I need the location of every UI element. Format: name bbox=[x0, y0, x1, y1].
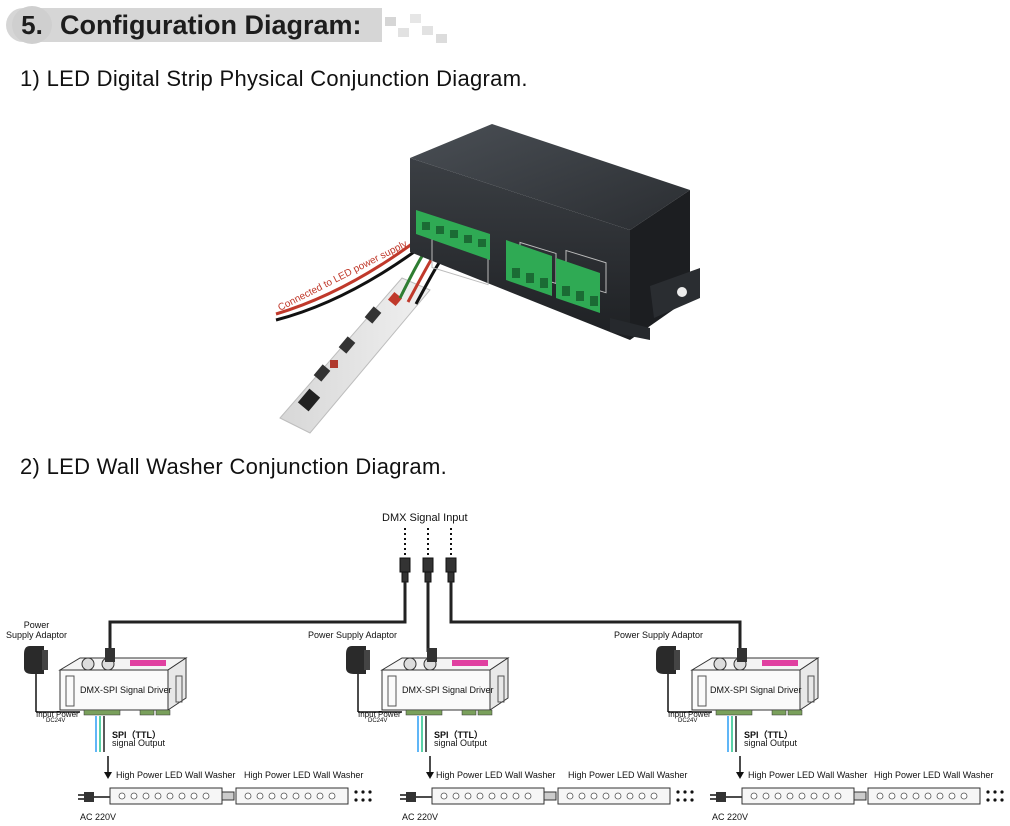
washer-label-1: High Power LED Wall Washer bbox=[116, 770, 236, 780]
washer-label-2: High Power LED Wall Washer bbox=[244, 770, 364, 780]
input-power-label: Input Power bbox=[358, 710, 401, 719]
input-power-label: Input Power bbox=[668, 710, 711, 719]
dmx-signal-input-label: DMX Signal Input bbox=[382, 512, 468, 524]
dmx-input-plugs bbox=[108, 528, 742, 652]
signal-output-label: signal Output bbox=[434, 738, 488, 748]
section-number: 5. bbox=[12, 6, 52, 44]
ac-label: AC 220V bbox=[80, 812, 117, 822]
section-header: 5. Configuration Diagram: bbox=[6, 4, 446, 48]
driver-label: DMX-SPI Signal Driver bbox=[80, 685, 172, 695]
decor-square bbox=[385, 17, 396, 26]
spi-label: SPI（TTL） bbox=[744, 730, 793, 740]
dc-label: DC24V bbox=[46, 718, 66, 724]
dc-label: DC24V bbox=[368, 718, 388, 724]
power-adaptor-label: Power Supply Adaptor bbox=[614, 630, 704, 640]
subheading-wall-washer: 2) LED Wall Washer Conjunction Diagram. bbox=[20, 454, 447, 479]
driver-label: DMX-SPI Signal Driver bbox=[710, 685, 802, 695]
decor-square bbox=[436, 34, 447, 43]
controller-photo: Connected to LED power supply bbox=[275, 124, 700, 434]
washer-label-2: High Power LED Wall Washer bbox=[568, 770, 688, 780]
power-adaptor-label: Power Supply Adaptor bbox=[6, 620, 68, 640]
dc-label: DC24V bbox=[678, 718, 698, 724]
power-adaptor bbox=[24, 646, 80, 713]
spi-cables bbox=[95, 716, 105, 752]
driver-unit bbox=[24, 646, 372, 805]
wall-washer-1 bbox=[109, 787, 235, 805]
led-strip bbox=[279, 277, 431, 434]
signal-output-label: signal Output bbox=[112, 738, 166, 748]
controller-box bbox=[410, 124, 700, 340]
washer-label-1: High Power LED Wall Washer bbox=[748, 770, 868, 780]
wall-washer-2 bbox=[235, 787, 349, 805]
decor-square bbox=[422, 26, 433, 35]
section-title: Configuration Diagram: bbox=[60, 10, 362, 40]
driver-label: DMX-SPI Signal Driver bbox=[402, 685, 494, 695]
continuation-dots bbox=[354, 790, 372, 802]
signal-output-label: signal Output bbox=[744, 738, 798, 748]
driver-box bbox=[58, 648, 188, 716]
decor-square bbox=[398, 28, 409, 37]
ac-label: AC 220V bbox=[712, 812, 749, 822]
subheading-strip-diagram: 1) LED Digital Strip Physical Conjunctio… bbox=[20, 66, 528, 91]
signal-arrow bbox=[104, 756, 112, 779]
washer-label-2: High Power LED Wall Washer bbox=[874, 770, 994, 780]
ac-plug bbox=[78, 792, 110, 802]
header-bar bbox=[6, 8, 382, 42]
input-power-label: Input Power bbox=[36, 710, 79, 719]
washer-label-1: High Power LED Wall Washer bbox=[436, 770, 556, 780]
decor-square bbox=[410, 14, 421, 23]
spi-label: SPI（TTL） bbox=[112, 730, 161, 740]
ac-label: AC 220V bbox=[402, 812, 439, 822]
power-adaptor-label: Power Supply Adaptor bbox=[308, 630, 398, 640]
spi-label: SPI（TTL） bbox=[434, 730, 483, 740]
